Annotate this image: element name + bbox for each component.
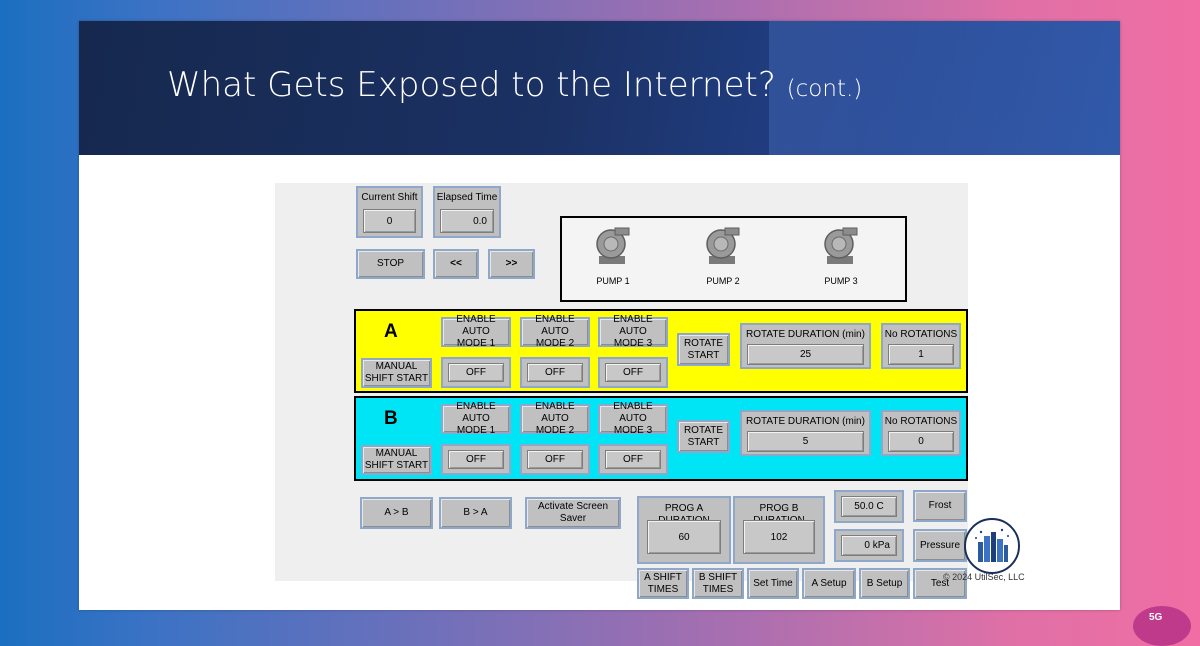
shift-a-auto-mode-1-button[interactable]: ENABLE AUTO MODE 1: [441, 314, 511, 349]
shift-b-row: B MANUAL SHIFT START ENABLE AUTO MODE 1 …: [354, 396, 968, 481]
temperature-panel: 50.0 C: [834, 490, 904, 523]
pump-2[interactable]: PUMP 2: [693, 226, 753, 286]
shift-a-mode-3-value: OFF: [605, 363, 661, 382]
b-setup-button[interactable]: B Setup: [859, 568, 910, 599]
shift-a-rotate-duration-panel: ROTATE DURATION (min) 25: [740, 323, 871, 369]
pump-3[interactable]: PUMP 3: [811, 226, 871, 286]
shift-a-rotate-duration-label: ROTATE DURATION (min): [746, 329, 865, 340]
shift-b-rotate-start-button[interactable]: ROTATE START: [677, 420, 730, 453]
stop-button[interactable]: STOP: [356, 249, 425, 279]
current-shift-label: Current Shift: [361, 192, 418, 203]
elapsed-time-panel: Elapsed Time 0.0: [433, 186, 501, 238]
shift-b-rotate-duration-label: ROTATE DURATION (min): [746, 416, 865, 427]
shift-a-auto-mode-2-button[interactable]: ENABLE AUTO MODE 2: [520, 314, 590, 349]
current-shift-value: 0: [363, 209, 416, 233]
pump-3-label: PUMP 3: [824, 276, 858, 286]
b-to-a-button[interactable]: B > A: [439, 497, 512, 529]
slide-title-text: What Gets Exposed to the Internet?: [167, 65, 776, 105]
temperature-value: 50.0 C: [841, 496, 897, 517]
pump-1-label: PUMP 1: [596, 276, 630, 286]
set-time-button[interactable]: Set Time: [747, 568, 799, 599]
shift-a-mode-2-value: OFF: [527, 363, 583, 382]
shift-b-rotations-panel: No ROTATIONS 0: [881, 410, 961, 456]
shift-a-mode-1-status: OFF: [441, 357, 511, 388]
shift-a-rotate-start-button[interactable]: ROTATE START: [677, 333, 730, 366]
prog-a-duration-panel: PROG A DURATION 60: [637, 496, 731, 564]
shift-a-rotations-panel: No ROTATIONS 1: [881, 323, 961, 369]
shift-a-row: A MANUAL SHIFT START ENABLE AUTO MODE 1 …: [354, 309, 968, 393]
shift-b-letter: B: [384, 408, 398, 429]
pressure-value: 0 kPa: [841, 535, 897, 556]
prog-b-duration-value[interactable]: 102: [743, 520, 815, 554]
shift-b-mode-3-status: OFF: [598, 444, 668, 475]
elapsed-time-label: Elapsed Time: [436, 192, 498, 203]
pump-display: PUMP 1 PUMP 2 PUMP 3: [560, 216, 907, 302]
slide-title-suffix: (cont.): [786, 76, 863, 102]
shift-a-manual-start-button[interactable]: MANUAL SHIFT START: [361, 358, 432, 388]
pressure-reading-panel: 0 kPa: [834, 529, 904, 562]
a-shift-times-button[interactable]: A SHIFT TIMES: [637, 568, 689, 599]
frost-button[interactable]: Frost: [913, 490, 967, 522]
next-button[interactable]: >>: [488, 249, 535, 279]
utilsec-logo-icon: [964, 518, 1020, 574]
previous-button[interactable]: <<: [433, 249, 479, 279]
shift-b-auto-mode-2-button[interactable]: ENABLE AUTO MODE 2: [520, 401, 590, 436]
b-shift-times-button[interactable]: B SHIFT TIMES: [692, 568, 744, 599]
shift-b-rotate-duration-value[interactable]: 5: [747, 431, 864, 452]
test-button[interactable]: Test: [913, 568, 967, 599]
shift-a-mode-1-value: OFF: [448, 363, 504, 382]
shift-b-manual-start-button[interactable]: MANUAL SHIFT START: [361, 445, 432, 475]
a-to-b-button[interactable]: A > B: [360, 497, 433, 529]
shift-a-rotations-value[interactable]: 1: [888, 344, 954, 365]
shift-b-mode-3-value: OFF: [605, 450, 661, 469]
a-setup-button[interactable]: A Setup: [802, 568, 856, 599]
shift-b-rotations-value[interactable]: 0: [888, 431, 954, 452]
prog-b-duration-panel: PROG B DURATION 102: [733, 496, 825, 564]
shift-b-auto-mode-1-button[interactable]: ENABLE AUTO MODE 1: [441, 401, 511, 436]
corner-badge: 5G: [1133, 606, 1191, 646]
slide: What Gets Exposed to the Internet? (cont…: [79, 21, 1120, 610]
current-shift-panel: Current Shift 0: [356, 186, 423, 238]
activate-screen-saver-button[interactable]: Activate Screen Saver: [525, 497, 621, 529]
shift-b-rotate-duration-panel: ROTATE DURATION (min) 5: [740, 410, 871, 456]
shift-a-mode-2-status: OFF: [520, 357, 590, 388]
shift-b-mode-1-value: OFF: [448, 450, 504, 469]
pump-1[interactable]: PUMP 1: [583, 226, 643, 286]
pump-icon: [596, 227, 630, 264]
hmi-screen: Current Shift 0 Elapsed Time 0.0 STOP <<…: [275, 183, 968, 599]
elapsed-time-value: 0.0: [440, 209, 494, 233]
shift-b-auto-mode-3-button[interactable]: ENABLE AUTO MODE 3: [598, 401, 668, 436]
prog-a-duration-value[interactable]: 60: [647, 520, 721, 554]
shift-a-mode-3-status: OFF: [598, 357, 668, 388]
slide-header: What Gets Exposed to the Internet? (cont…: [79, 21, 1120, 155]
pressure-button[interactable]: Pressure: [913, 529, 967, 562]
pump-icon: [706, 227, 740, 264]
shift-a-rotate-duration-value[interactable]: 25: [747, 344, 864, 365]
pump-2-label: PUMP 2: [706, 276, 740, 286]
pump-icon: [824, 227, 858, 264]
slide-title: What Gets Exposed to the Internet? (cont…: [167, 65, 862, 105]
shift-a-rotations-label: No ROTATIONS: [884, 329, 958, 340]
shift-a-auto-mode-3-button[interactable]: ENABLE AUTO MODE 3: [598, 314, 668, 349]
header-glow: [769, 21, 1120, 155]
shift-b-mode-2-value: OFF: [527, 450, 583, 469]
shift-a-letter: A: [384, 321, 398, 342]
shift-b-mode-1-status: OFF: [441, 444, 511, 475]
shift-b-mode-2-status: OFF: [520, 444, 590, 475]
shift-b-rotations-label: No ROTATIONS: [884, 416, 958, 427]
copyright-text: © 2024 UtilSec, LLC: [943, 572, 1025, 582]
